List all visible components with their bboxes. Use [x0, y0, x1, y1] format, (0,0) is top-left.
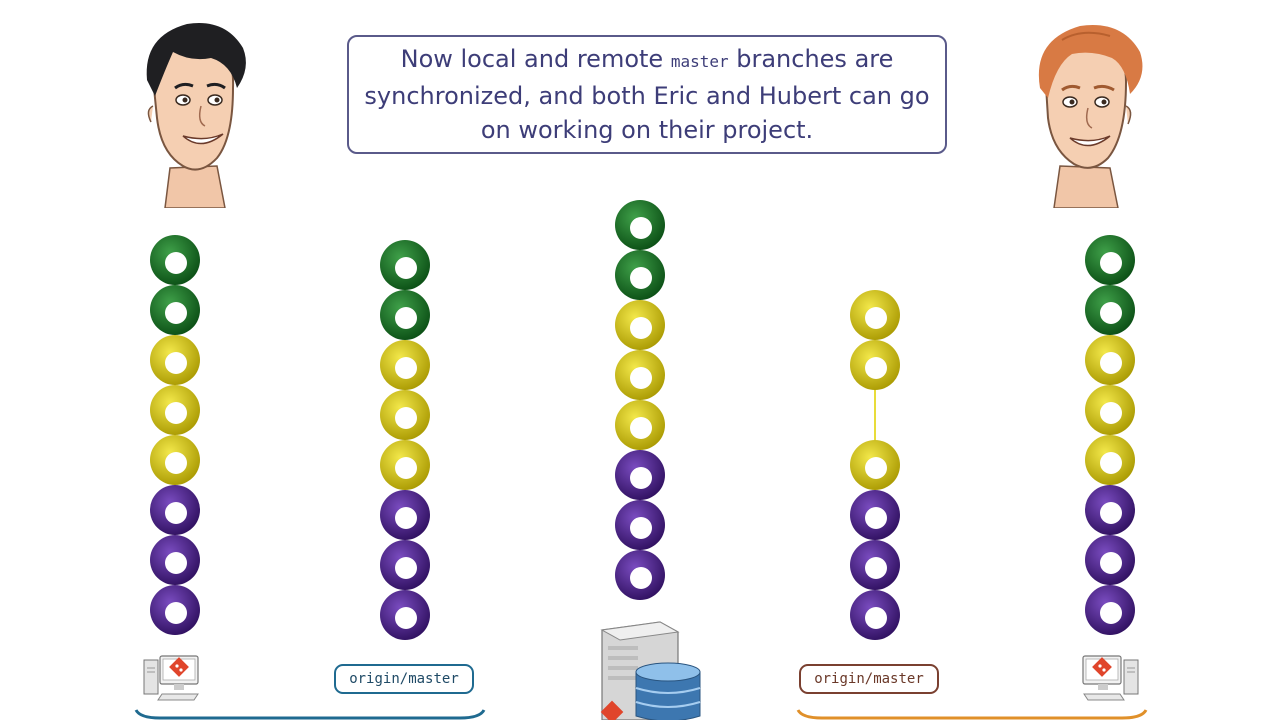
hubert-repo-bracket	[796, 709, 1148, 720]
commit-column-hubert-origin	[850, 290, 900, 640]
commit-yellow	[1085, 335, 1135, 385]
commit-purple	[150, 485, 200, 535]
commit-purple	[150, 585, 200, 635]
commit-purple	[850, 540, 900, 590]
commit-yellow	[1085, 385, 1135, 435]
origin-master-label-left: origin/master	[334, 664, 474, 694]
red-haired-man-icon	[1038, 25, 1143, 208]
commit-green	[615, 200, 665, 250]
commit-yellow	[850, 290, 900, 340]
server-database-icon	[600, 621, 701, 720]
commit-yellow	[150, 435, 200, 485]
commit-purple	[380, 590, 430, 640]
commit-purple	[1085, 485, 1135, 535]
commit-purple	[615, 500, 665, 550]
commit-purple	[380, 540, 430, 590]
commit-purple	[380, 490, 430, 540]
commit-purple	[615, 450, 665, 500]
computer-git-icon	[143, 655, 199, 701]
commit-green	[380, 240, 430, 290]
commit-green	[1085, 285, 1135, 335]
commit-yellow	[615, 300, 665, 350]
commit-yellow	[850, 340, 900, 390]
dark-haired-man-icon	[146, 23, 246, 208]
eric-repo-bracket	[134, 709, 486, 720]
commit-green	[150, 235, 200, 285]
commit-purple	[615, 550, 665, 600]
commit-purple	[1085, 585, 1135, 635]
commit-yellow	[150, 385, 200, 435]
commit-yellow	[615, 350, 665, 400]
commit-column-hubert-local	[1085, 235, 1135, 635]
commit-yellow	[380, 440, 430, 490]
commit-yellow	[380, 340, 430, 390]
commit-column-eric-local	[150, 235, 200, 635]
commit-purple	[150, 535, 200, 585]
master-code-text: master	[670, 52, 729, 71]
explanation-callout: Now local and remote master branches are…	[347, 35, 947, 154]
commit-column-eric-origin	[380, 240, 430, 640]
commit-yellow	[1085, 435, 1135, 485]
commit-green	[150, 285, 200, 335]
commit-column-remote	[615, 200, 665, 600]
commit-yellow	[615, 400, 665, 450]
computer-git-icon	[1082, 655, 1139, 701]
commit-green	[380, 290, 430, 340]
commit-purple	[850, 590, 900, 640]
commit-yellow	[150, 335, 200, 385]
commit-purple	[850, 490, 900, 540]
commit-yellow	[380, 390, 430, 440]
origin-master-label-right: origin/master	[799, 664, 939, 694]
callout-text: Now local and remote master branches are…	[364, 45, 930, 144]
commit-green	[1085, 235, 1135, 285]
commit-purple	[1085, 535, 1135, 585]
commit-green	[615, 250, 665, 300]
commit-yellow	[850, 440, 900, 490]
